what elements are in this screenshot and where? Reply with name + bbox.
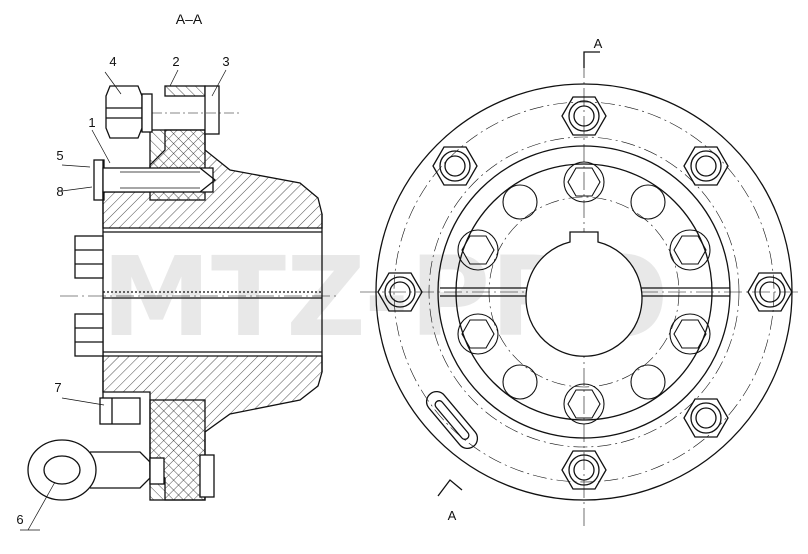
cut-label-top: А bbox=[594, 36, 603, 51]
callout-8: 8 bbox=[56, 184, 63, 199]
callout-2: 2 bbox=[172, 54, 179, 69]
callouts: 1 2 3 4 5 6 7 8 bbox=[16, 54, 229, 527]
flange-lower bbox=[149, 399, 206, 501]
callout-3: 3 bbox=[222, 54, 229, 69]
hub-outer bbox=[437, 145, 731, 439]
bolt-head-lower bbox=[74, 313, 104, 357]
plug-7 bbox=[99, 397, 141, 425]
cut-mark-top bbox=[583, 51, 600, 68]
cut-mark-bottom bbox=[437, 479, 463, 497]
section-label: А–А bbox=[176, 11, 203, 27]
inner-bolts bbox=[457, 161, 711, 425]
screw-8 bbox=[102, 167, 214, 193]
bolt-head-upper bbox=[74, 235, 104, 279]
callout-4: 4 bbox=[109, 54, 116, 69]
nut-4 bbox=[105, 85, 143, 139]
bore-keyway bbox=[525, 231, 643, 357]
cut-label-bottom: А bbox=[448, 508, 457, 523]
callout-5: 5 bbox=[56, 148, 63, 163]
front-view bbox=[360, 51, 800, 530]
lifting-eye-front bbox=[425, 390, 479, 450]
washer-2 bbox=[141, 93, 153, 133]
callout-1: 1 bbox=[88, 115, 95, 130]
bolt-3 bbox=[204, 85, 220, 135]
section-view bbox=[20, 69, 340, 531]
callout-6: 6 bbox=[16, 512, 23, 527]
outer-bolts bbox=[377, 96, 793, 490]
callout-7: 7 bbox=[54, 380, 61, 395]
lifting-eye-6 bbox=[27, 439, 215, 501]
